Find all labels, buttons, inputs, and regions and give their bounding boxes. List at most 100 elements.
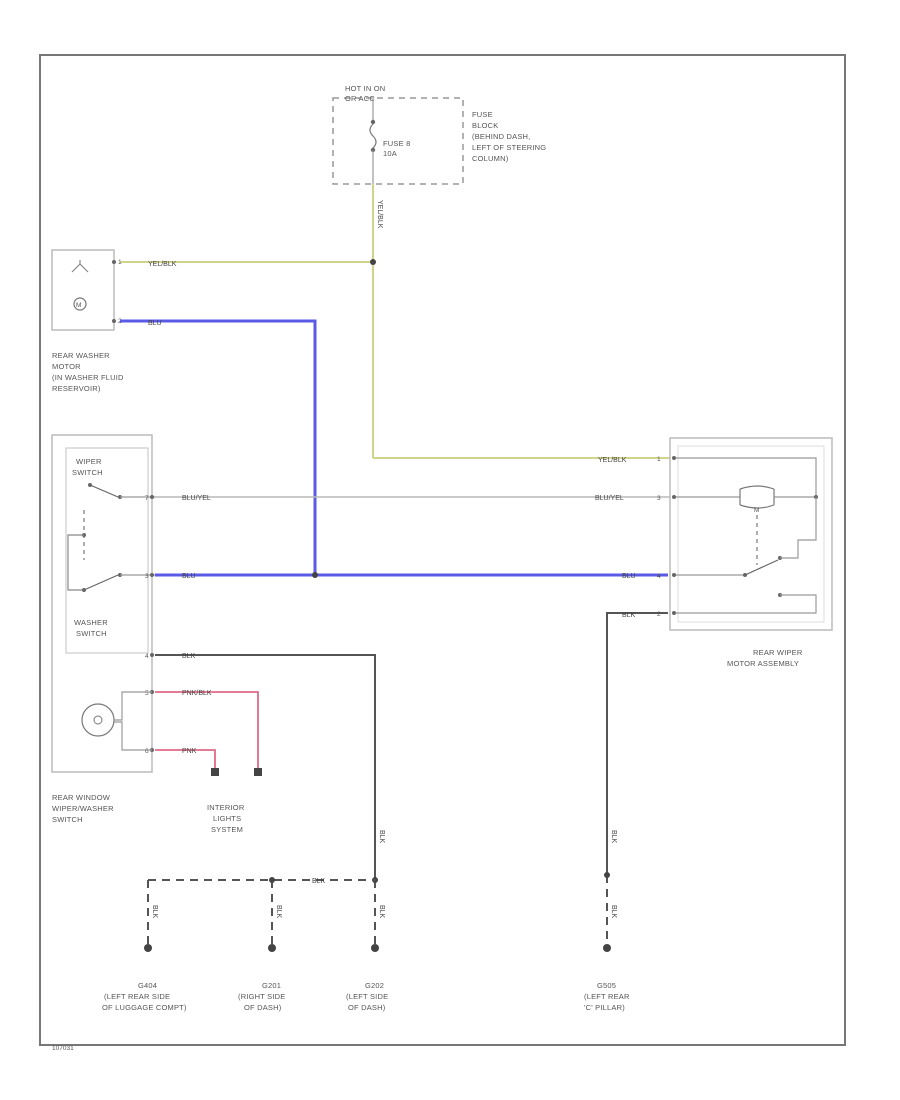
ground-g505-terminal [603,944,611,952]
wiper-motor-box [669,437,833,631]
switch-line1: REAR WINDOW [52,793,111,802]
interior-lights-line2: LIGHTS [213,814,241,823]
washer-pump-icon [71,260,89,273]
fuse-name: FUSE 8 [383,139,410,148]
ground-g202-line2: OF DASH) [348,1003,386,1012]
ground-g202-terminal [371,944,379,952]
wire-label-blu-yel-switch: BLU/YEL [182,495,211,502]
wire-label-blu-washer: BLU [148,320,162,327]
washer-motor-line2: MOTOR [52,362,81,371]
fuse-block-line5: COLUMN) [472,154,509,163]
ground-g202-id: G202 [365,981,384,990]
switch-pin-6: 6 [145,748,149,755]
ground-g404-line1: (LEFT REAR SIDE [104,992,170,1001]
fuse-block-line1: FUSE [472,110,493,119]
switch-pin-3: 3 [145,573,149,580]
ground-g505-id: G505 [597,981,616,990]
park-switch-contact [744,559,779,576]
washer-switch-contact [83,574,119,591]
wire-label-blu-yel-motor: BLU/YEL [595,495,624,502]
ground-g404-id: G404 [138,981,157,990]
switch-pin-7: 7 [145,495,149,502]
ground-g202-line1: (LEFT SIDE [346,992,388,1001]
wire-pnk-blk [155,691,259,770]
wire-label-blu-motor: BLU [622,573,636,580]
wire-label-blk-motor: BLK [622,612,636,619]
washer-motor-box [51,249,115,331]
motor-pin-4: 4 [657,573,661,580]
wire-label-yel-blk-motor: YEL/BLK [598,457,627,464]
wiper-switch-contact [89,484,119,498]
wiper-motor-line1: REAR WIPER [753,648,803,657]
wire-label-blk-g505: BLK [610,905,617,919]
motor-pin-3: 3 [657,495,661,502]
power-line1: HOT IN ON [345,84,385,93]
wire-label-blk-switch: BLK [182,653,196,660]
wire-label-blk-bus: BLK [312,878,326,885]
figure-id: 107031 [52,1045,74,1052]
power-line2: OR ACC [345,94,375,103]
splice-blu [312,572,318,578]
wire-label-blk-g404: BLK [151,905,158,919]
ground-g201-line2: OF DASH) [244,1003,282,1012]
wire-label-blk-g201: BLK [275,905,282,919]
switch-pin-5: 5 [145,690,149,697]
wire-label-pnk-blk: PNK/BLK [182,690,212,697]
washer-pin-1: 1 [118,259,122,266]
wire-label-yel-blk-vertical: YEL/BLK [376,200,383,229]
wire-pnk [155,749,216,770]
wiper-motor-icon [739,485,775,509]
washer-switch-label2: SWITCH [76,629,107,638]
connector-interior-1 [211,768,219,776]
splice-yel-blk [370,259,376,265]
motor-pin-1: 1 [657,456,661,463]
illumination-bulb-icon [81,703,115,737]
ground-g201-id: G201 [262,981,281,990]
washer-motor-icon [73,297,87,311]
svg-text:M: M [754,507,759,514]
wire-label-blk-motor-vertical: BLK [610,830,617,844]
ground-g201-line1: (RIGHT SIDE [238,992,285,1001]
washer-switch-label1: WASHER [74,618,108,627]
fuse-block-line2: BLOCK [472,121,498,130]
interior-lights-line1: INTERIOR [207,803,245,812]
switch-pin-4: 4 [145,653,149,660]
wire-label-blk-g202: BLK [378,905,385,919]
wiper-switch-label1: WIPER [76,457,102,466]
ground-g404-line2: OF LUGGAGE COMPT) [102,1003,187,1012]
wire-blk-switch [155,654,376,945]
fuse-symbol [369,123,377,149]
wire-yel-blk [120,184,670,459]
ground-bus [147,879,375,945]
washer-motor-line3: (IN WASHER FLUID [52,373,124,382]
ground-g201-terminal [268,944,276,952]
diagram-frame [39,54,846,1046]
wire-label-yel-blk-washer: YEL/BLK [148,261,177,268]
washer-motor-line1: REAR WASHER [52,351,110,360]
motor-pin-2: 2 [657,611,661,618]
ground-g505-line1: (LEFT REAR [584,992,630,1001]
switch-line2: WIPER/WASHER [52,804,114,813]
interior-lights-line3: SYSTEM [211,825,243,834]
washer-motor-line4: RESERVOIR) [52,384,101,393]
wire-blk-motor [606,612,668,945]
switch-inner-box [65,447,149,654]
fuse-block-line4: LEFT OF STEERING [472,143,546,152]
wire-label-pnk: PNK [182,748,197,755]
wiper-motor-line2: MOTOR ASSEMBLY [727,659,799,668]
ground-g404-terminal [144,944,152,952]
wire-label-blk-vertical: BLK [378,830,385,844]
fuse-rating: 10A [383,149,397,158]
ground-g505-line2: 'C' PILLAR) [584,1003,625,1012]
svg-text:M: M [76,302,81,309]
wire-label-blu-switch: BLU [182,573,196,580]
wiper-motor-inner-box [677,445,825,623]
wire-blu [120,319,668,577]
switch-box [51,434,153,773]
fuse-block-line3: (BEHIND DASH, [472,132,530,141]
connector-interior-2 [254,768,262,776]
switch-line3: SWITCH [52,815,83,824]
wiper-switch-label2: SWITCH [72,468,103,477]
fuse-block-outline [332,97,464,185]
